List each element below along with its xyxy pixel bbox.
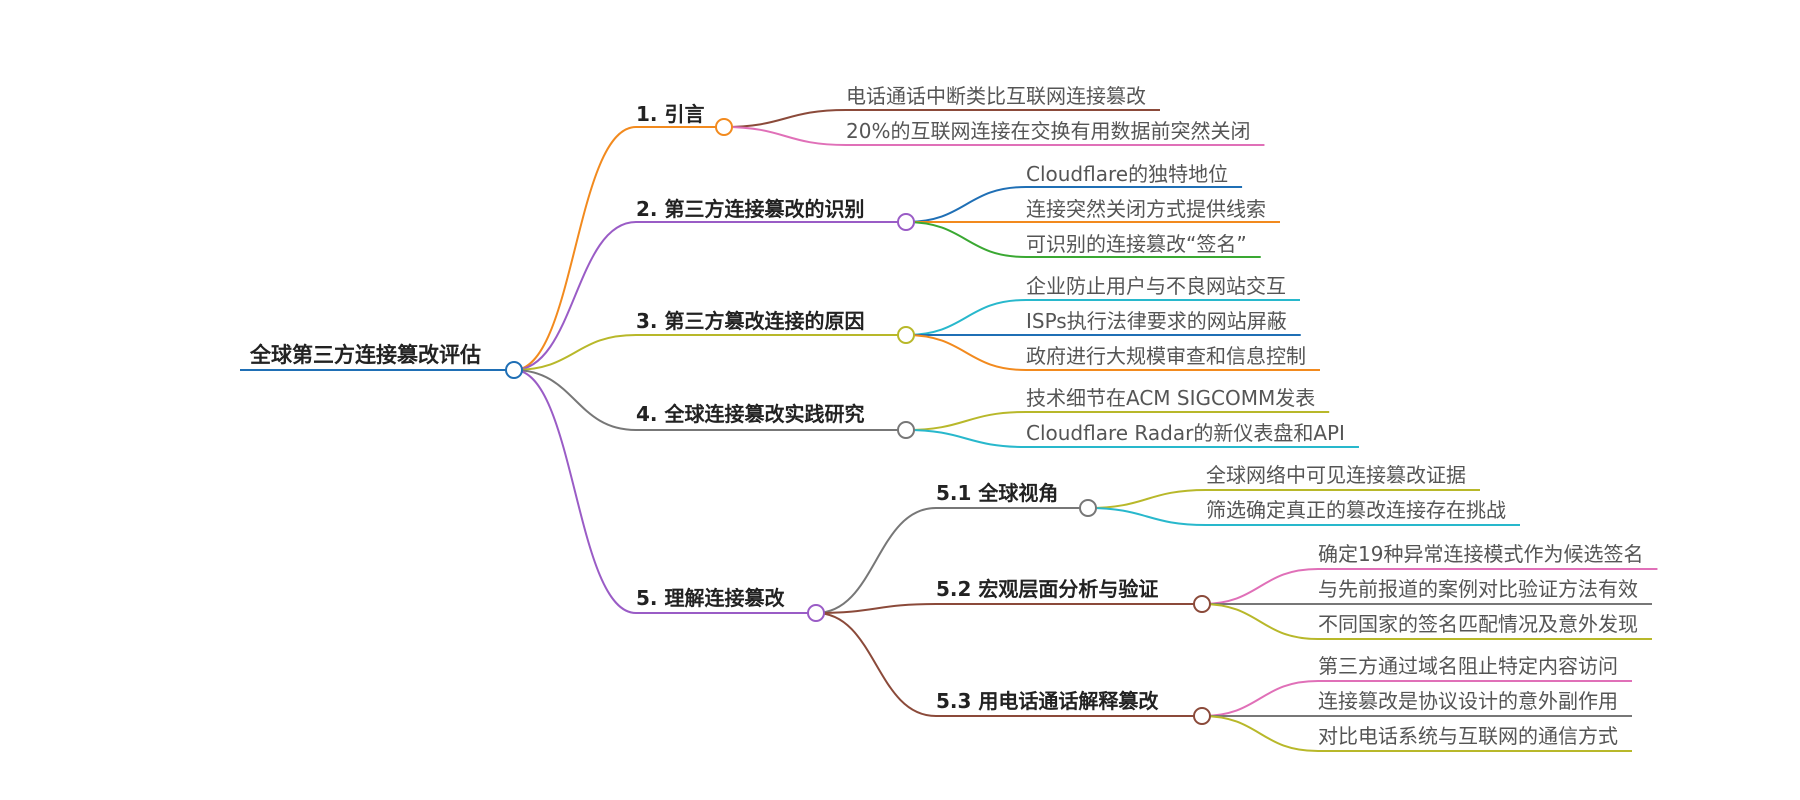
branch-5-2-node-circle[interactable] xyxy=(1193,595,1211,613)
branch-3-leaf-2[interactable]: ISPs执行法律要求的网站屏蔽 xyxy=(1026,309,1287,333)
branch-3-leaf-3[interactable]: 政府进行大规模审查和信息控制 xyxy=(1026,344,1306,368)
branch-5-label[interactable]: 5. 理解连接篡改 xyxy=(636,586,785,610)
branch-5-2-leaf-1[interactable]: 确定19种异常连接模式作为候选签名 xyxy=(1318,542,1643,566)
branch-2-leaf-2[interactable]: 连接突然关闭方式提供线索 xyxy=(1026,197,1266,221)
edge-branch-5-3-leaf-3 xyxy=(1201,715,1319,752)
underlines-layer xyxy=(240,109,1658,752)
edge-branch-3-leaf-1 xyxy=(905,299,1027,336)
branch-5-1-leaf-2[interactable]: 筛选确定真正的篡改连接存在挑战 xyxy=(1206,498,1506,522)
branch-4-leaf-1[interactable]: 技术细节在ACM SIGCOMM发表 xyxy=(1026,386,1315,410)
edge-branch-1-leaf-1 xyxy=(723,109,847,128)
branch-5-3-label[interactable]: 5.3 用电话通话解释篡改 xyxy=(936,689,1159,713)
nodes-layer xyxy=(505,118,1211,725)
branch-2-node-circle[interactable] xyxy=(897,213,915,231)
branch-5-1-label[interactable]: 5.1 全球视角 xyxy=(936,481,1058,505)
edge-branch-5-3-leaf-1 xyxy=(1201,680,1319,717)
branch-5-node-circle[interactable] xyxy=(807,604,825,622)
branch-2-leaf-3[interactable]: 可识别的连接篡改“签名” xyxy=(1026,232,1247,256)
branch-1-leaf-2[interactable]: 20%的互联网连接在交换有用数据前突然关闭 xyxy=(846,119,1250,143)
branch-1-label[interactable]: 1. 引言 xyxy=(636,102,704,126)
root-node-label[interactable]: 全球第三方连接篡改评估 xyxy=(249,343,481,367)
branch-5-3-leaf-1[interactable]: 第三方通过域名阻止特定内容访问 xyxy=(1318,654,1618,678)
edge-branch-5-sub-1 xyxy=(815,507,937,614)
edge-branch-5-sub-3 xyxy=(815,612,937,717)
edge-branch-2-leaf-3 xyxy=(905,221,1027,258)
edge-root-branch-4 xyxy=(513,369,637,431)
edge-branch-5-1-leaf-2 xyxy=(1087,507,1207,526)
branch-1-node-circle[interactable] xyxy=(715,118,733,136)
edge-branch-4-leaf-2 xyxy=(905,429,1027,448)
branch-3-label[interactable]: 3. 第三方篡改连接的原因 xyxy=(636,309,864,333)
edges-layer xyxy=(513,109,1319,752)
branch-1-leaf-1[interactable]: 电话通话中断类比互联网连接篡改 xyxy=(846,84,1146,108)
edge-branch-1-leaf-2 xyxy=(723,126,847,146)
edge-root-branch-3 xyxy=(513,334,637,371)
branch-5-2-leaf-3[interactable]: 不同国家的签名匹配情况及意外发现 xyxy=(1318,612,1638,636)
branch-5-3-leaf-3[interactable]: 对比电话系统与互联网的通信方式 xyxy=(1318,724,1618,748)
edge-branch-2-leaf-1 xyxy=(905,186,1027,223)
text-layer: 全球第三方连接篡改评估 1. 引言 电话通话中断类比互联网连接篡改 20%的互联… xyxy=(249,84,1643,748)
branch-5-1-leaf-1[interactable]: 全球网络中可见连接篡改证据 xyxy=(1206,463,1466,487)
branch-3-leaf-1[interactable]: 企业防止用户与不良网站交互 xyxy=(1026,274,1286,298)
edge-branch-5-2-leaf-3 xyxy=(1201,603,1319,640)
edge-root-branch-5 xyxy=(513,369,637,614)
edge-root-branch-2 xyxy=(513,221,637,371)
edge-root-branch-1 xyxy=(513,126,637,371)
edge-branch-5-sub-2 xyxy=(815,603,937,614)
edge-branch-5-2-leaf-1 xyxy=(1201,568,1319,605)
branch-5-1-node-circle[interactable] xyxy=(1079,499,1097,517)
branch-4-node-circle[interactable] xyxy=(897,421,915,439)
root-node-circle[interactable] xyxy=(505,361,523,379)
branch-5-3-node-circle[interactable] xyxy=(1193,707,1211,725)
branch-3-node-circle[interactable] xyxy=(897,326,915,344)
branch-5-2-label[interactable]: 5.2 宏观层面分析与验证 xyxy=(936,577,1158,601)
branch-2-leaf-1[interactable]: Cloudflare的独特地位 xyxy=(1026,162,1228,186)
branch-4-label[interactable]: 4. 全球连接篡改实践研究 xyxy=(636,402,864,426)
edge-branch-3-leaf-3 xyxy=(905,334,1027,371)
edge-branch-5-1-leaf-1 xyxy=(1087,489,1207,509)
branch-5-3-leaf-2[interactable]: 连接篡改是协议设计的意外副作用 xyxy=(1318,689,1618,713)
branch-5-2-leaf-2[interactable]: 与先前报道的案例对比验证方法有效 xyxy=(1318,577,1638,601)
branch-2-label[interactable]: 2. 第三方连接篡改的识别 xyxy=(636,197,864,221)
edge-branch-4-leaf-1 xyxy=(905,411,1027,431)
branch-4-leaf-2[interactable]: Cloudflare Radar的新仪表盘和API xyxy=(1026,421,1345,445)
